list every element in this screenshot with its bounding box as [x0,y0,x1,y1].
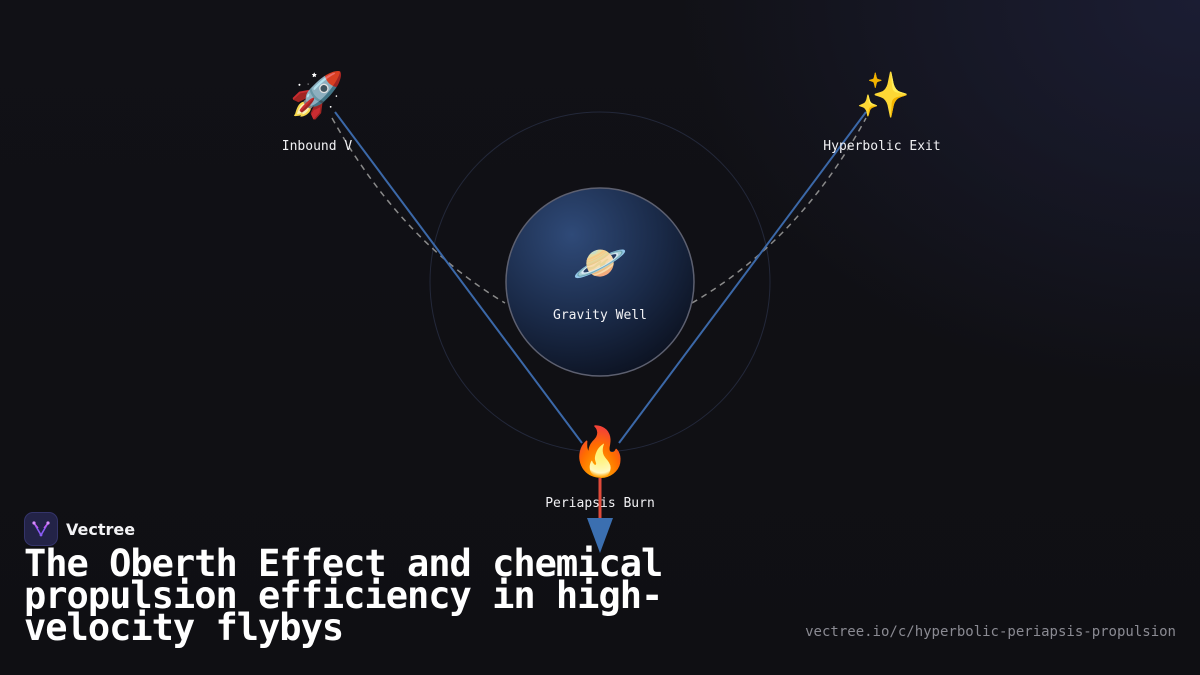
page-title: The Oberth Effect and chemical propulsio… [24,542,663,649]
rocket-icon: 🚀 [289,70,345,121]
brand-name: Vectree [66,519,136,539]
periapsis-burn-label: Periapsis Burn [545,496,655,511]
gravity-well-planet [505,187,695,377]
hyperbolic-path-dashed-exit [691,117,867,304]
vectree-logo-icon [24,512,58,546]
ringed-planet-icon: 🪐 [572,238,628,289]
sparkles-icon: ✨ [855,70,911,121]
gravity-well-label: Gravity Well [553,308,647,323]
source-url: vectree.io/c/hyperbolic-periapsis-propul… [805,624,1176,640]
burn-vector-arrowhead [587,518,613,553]
inbound-v-label: Inbound V [281,139,353,154]
hyperbolic-path-dashed [331,117,506,304]
exit-trajectory-line [618,111,867,444]
orbit-ring [429,111,771,453]
fire-icon: 🔥 [570,424,630,480]
brand: Vectree [24,512,135,546]
inbound-trajectory-line [334,111,583,444]
hyperbolic-exit-label: Hyperbolic Exit [823,139,941,154]
